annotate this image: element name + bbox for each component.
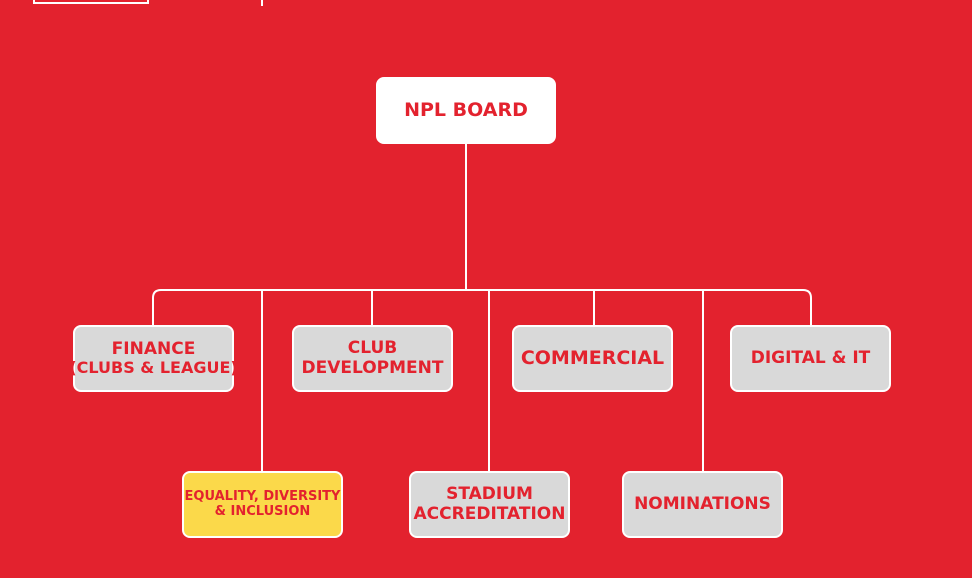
club-development-node: CLUB DEVELOPMENT	[292, 325, 453, 392]
npl-board-label: NPL BOARD	[404, 98, 528, 121]
stadium-label-line1: STADIUM	[446, 483, 533, 504]
club-development-label-line2: DEVELOPMENT	[301, 357, 444, 378]
club-development-label-line1: CLUB	[347, 337, 398, 358]
equality-label-line1: EQUALITY, DIVERSITY	[184, 488, 341, 504]
npl-board-node: NPL BOARD	[376, 77, 556, 144]
digital-it-node: DIGITAL & IT	[730, 325, 891, 392]
commercial-label: COMMERCIAL	[520, 346, 665, 369]
horizontal-bus-line	[152, 289, 812, 326]
equality-label-line2: & INCLUSION	[214, 503, 311, 519]
finance-label-line2: (CLUBS & LEAGUE)	[69, 358, 238, 378]
finance-node: FINANCE (CLUBS & LEAGUE)	[69, 325, 238, 392]
finance-label-line1: FINANCE	[111, 338, 196, 359]
digital-it-label: DIGITAL & IT	[750, 347, 871, 368]
stadium-label-line2: ACCREDITATION	[413, 503, 566, 524]
logo-divider	[261, 0, 263, 6]
nominations-node: NOMINATIONS	[622, 471, 783, 538]
stadium-node: STADIUM ACCREDITATION	[409, 471, 570, 538]
equality-node: EQUALITY, DIVERSITY & INCLUSION	[182, 471, 343, 538]
nominations-label: NOMINATIONS	[634, 493, 771, 514]
commercial-node: COMMERCIAL	[512, 325, 673, 392]
logo-fragment	[33, 0, 149, 4]
